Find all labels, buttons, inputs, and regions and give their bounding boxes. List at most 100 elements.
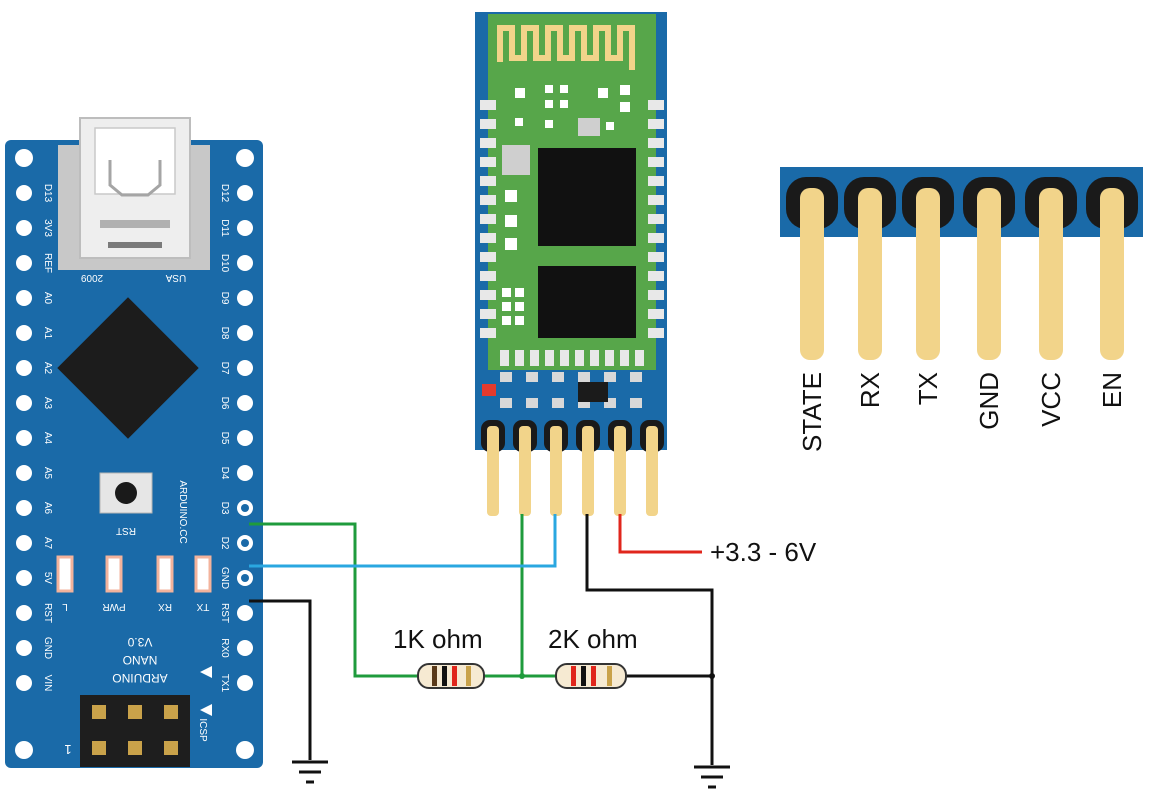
carrier-pad <box>500 398 512 408</box>
nano-pin-label: TX1 <box>219 674 230 693</box>
nano-pin-hole <box>237 675 253 691</box>
castellation-pad <box>648 195 664 205</box>
nano-pcb <box>5 140 263 768</box>
nano-pin-label: VIN <box>42 675 53 692</box>
nano-pin-hole <box>16 185 32 201</box>
closeup-pin-label: VCC <box>1036 372 1066 427</box>
nano-pin-hole <box>237 220 253 236</box>
tx-arrow-icon <box>200 704 212 716</box>
castellation-pad <box>648 233 664 243</box>
mini-usb-connector <box>58 117 210 270</box>
nano-pin-hole <box>237 255 253 271</box>
bottom-pad <box>635 350 644 366</box>
nano-pin-label: A4 <box>42 432 53 445</box>
nano-pin-hole <box>237 325 253 341</box>
bottom-pad <box>605 350 614 366</box>
bottom-pad <box>500 350 509 366</box>
wire-d2-to-tx <box>249 514 557 568</box>
nano-pin-label: A6 <box>42 502 53 515</box>
castellation-pad <box>480 233 496 243</box>
carrier-pad <box>578 372 590 382</box>
nano-pin-hole <box>237 465 253 481</box>
nano-year-text: 2009 <box>80 272 103 283</box>
closeup-pin <box>1039 188 1063 360</box>
bottom-pad <box>530 350 539 366</box>
model-version: V3.0 <box>127 635 152 649</box>
header-pin <box>582 426 594 516</box>
castellation-pad <box>648 119 664 129</box>
closeup-pin <box>858 188 882 360</box>
castellation-pad <box>648 271 664 281</box>
led-label: PWR <box>102 601 125 612</box>
nano-pin-label: 3V3 <box>42 219 53 237</box>
nano-pin-hole <box>16 220 32 236</box>
reset-label: RST <box>116 525 136 536</box>
carrier-pad <box>526 372 538 382</box>
ground-symbol-icon <box>292 760 328 784</box>
carrier-components <box>482 382 608 402</box>
castellation-pad <box>480 309 496 319</box>
castellation-pad <box>480 119 496 129</box>
nano-pin-hole <box>16 325 32 341</box>
nano-pin-hole <box>16 500 32 516</box>
nano-pin-hole <box>237 395 253 411</box>
header-pin <box>487 426 499 516</box>
castellation-pad <box>648 176 664 186</box>
closeup-pin-label: GND <box>974 372 1004 430</box>
nano-pin-label: D9 <box>219 292 230 305</box>
nano-pin-hole <box>16 465 32 481</box>
nano-pin-label: GND <box>42 637 53 659</box>
junction-dot <box>709 673 715 679</box>
nano-pin-label: D4 <box>219 467 230 480</box>
flash-chip <box>538 266 636 338</box>
wire-d3-to-1k <box>249 522 418 678</box>
nano-pin-hole <box>16 640 32 656</box>
connected-pin-center <box>241 504 249 512</box>
closeup-pin-label: EN <box>1097 372 1127 408</box>
nano-pin-label: A1 <box>42 327 53 340</box>
reset-button <box>99 472 153 514</box>
nano-pin-hole <box>237 360 253 376</box>
wiring <box>249 514 715 765</box>
castellation-pad <box>648 252 664 262</box>
module-castellations <box>480 100 664 338</box>
led-label: TX <box>196 601 209 612</box>
castellation-pad <box>480 271 496 281</box>
junction-dot <box>519 673 525 679</box>
nano-pin-hole <box>16 360 32 376</box>
wire-vcc <box>618 514 702 554</box>
nano-pin-hole <box>16 675 32 691</box>
model-brand: ARDUINO <box>112 671 167 685</box>
carrier-pad <box>604 372 616 382</box>
wire-nano-gnd <box>249 599 312 760</box>
icsp-header <box>80 695 190 767</box>
nano-pin-label: RST <box>219 603 230 623</box>
carrier-pad <box>578 398 590 408</box>
nano-pin-label: 5V <box>42 572 53 585</box>
carrier-pad <box>604 398 616 408</box>
arduino-nano-board: 2009 USA RST ARDUINO.CC L PWR RX TX V3.0… <box>5 117 263 768</box>
mount-hole <box>236 149 254 167</box>
resistor-2k-label: 2K ohm <box>548 624 638 654</box>
castellation-pad <box>480 214 496 224</box>
resistor-1k-label: 1K ohm <box>393 624 483 654</box>
castellation-pad <box>648 100 664 110</box>
hc05-header-pins <box>481 420 664 516</box>
header-pin <box>519 426 531 516</box>
icsp-label: ICSP <box>197 718 208 742</box>
nano-pin-label: A2 <box>42 362 53 375</box>
nano-pin-label: RX0 <box>219 638 230 658</box>
led-label: RX <box>158 601 172 612</box>
nano-pin-label: D13 <box>42 184 53 203</box>
nano-pin-hole <box>237 185 253 201</box>
castellation-pad <box>648 214 664 224</box>
smd-components <box>502 85 630 325</box>
castellation-pad <box>648 309 664 319</box>
nano-pin-label: A3 <box>42 397 53 410</box>
carrier-pad <box>500 372 512 382</box>
closeup-pin-label: RX <box>855 372 885 408</box>
model-name: NANO <box>123 653 158 667</box>
nano-pin-hole <box>16 290 32 306</box>
